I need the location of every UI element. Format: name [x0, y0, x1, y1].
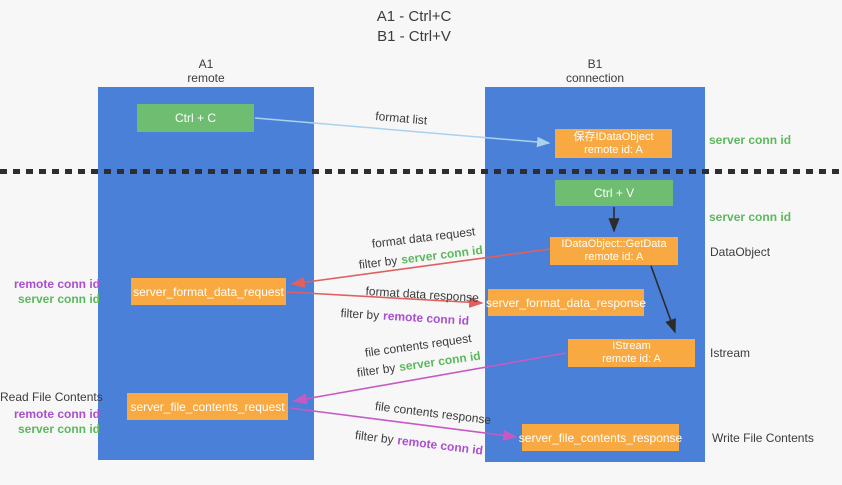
node-server-file-contents-response-label: server_file_contents_response — [518, 430, 683, 445]
column-b1-subtitle: connection — [565, 71, 625, 85]
node-server-file-contents-response: server_file_contents_response — [518, 424, 683, 451]
column-a1-name: A1 — [198, 57, 214, 71]
node-server-format-data-response-label: server_format_data_response — [485, 295, 647, 310]
node-getdata: IDataObject::GetData remote id: A — [550, 237, 678, 265]
read-file-contents-label: Read File Contents — [0, 390, 103, 404]
format-list-label: format list — [374, 109, 428, 128]
filter-by-text: filter by — [358, 253, 399, 272]
node-getdata-line1: IDataObject::GetData — [561, 238, 667, 250]
node-save-idataobject: 保存IDataObject remote id: A — [555, 129, 672, 158]
remote-conn-id-label: remote conn id — [13, 277, 100, 291]
node-server-file-contents-request-label: server_file_contents_request — [130, 399, 285, 414]
filter-key-remote-conn-id: remote conn id — [382, 308, 470, 328]
server-conn-id-label-mid: server conn id — [709, 210, 792, 224]
node-server-format-data-request: server_format_data_request — [131, 278, 286, 305]
remote-conn-id-label: remote conn id — [13, 407, 100, 421]
filter-key-server-conn-id: server conn id — [400, 242, 484, 267]
node-istream-line2: remote id: A — [602, 353, 661, 365]
node-istream: IStream remote id: A — [568, 339, 695, 367]
node-server-format-data-response: server_format_data_response — [485, 289, 647, 316]
filter-by-text: filter by — [340, 306, 380, 323]
column-b1-name: B1 — [587, 57, 603, 71]
dataobject-label: DataObject — [710, 245, 771, 259]
node-server-format-data-request-label: server_format_data_request — [133, 284, 284, 299]
server-conn-id-label: server conn id — [17, 422, 100, 436]
dashed-separator — [0, 169, 842, 174]
write-file-contents-label: Write File Contents — [712, 431, 814, 445]
filter-by-text: filter by — [356, 360, 397, 380]
node-getdata-line2: remote id: A — [584, 251, 644, 263]
file-conn-id-pair: remote conn id server conn id — [10, 407, 100, 437]
column-header-a1: A1 remote — [98, 57, 314, 85]
diagram-title: A1 - Ctrl+C B1 - Ctrl+V — [284, 7, 544, 47]
format-conn-id-pair: remote conn id server conn id — [10, 277, 100, 307]
node-save-idataobject-line2: remote id: A — [584, 143, 643, 156]
title-line-2: B1 - Ctrl+V — [377, 28, 451, 45]
title-line-1: A1 - Ctrl+C — [376, 8, 452, 25]
istream-label: Istream — [710, 346, 751, 360]
filter-by-text: filter by — [354, 428, 395, 447]
file-contents-response-label: file contents response — [374, 399, 492, 428]
filter-key-remote-conn-id: remote conn id — [396, 433, 484, 458]
node-server-file-contents-request: server_file_contents_request — [127, 393, 288, 420]
column-header-b1: B1 connection — [485, 57, 705, 85]
node-ctrl-c: Ctrl + C — [137, 104, 254, 132]
node-ctrl-c-label: Ctrl + C — [174, 111, 216, 125]
node-istream-line1: IStream — [612, 340, 651, 352]
node-save-idataobject-line1: 保存IDataObject — [573, 130, 654, 143]
server-conn-id-label-top: server conn id — [709, 133, 792, 147]
node-ctrl-v-label: Ctrl + V — [593, 186, 635, 200]
format-data-response-label: format data response — [365, 284, 480, 305]
column-a1-subtitle: remote — [187, 71, 225, 85]
node-ctrl-v: Ctrl + V — [555, 180, 673, 206]
server-conn-id-label: server conn id — [17, 292, 100, 306]
